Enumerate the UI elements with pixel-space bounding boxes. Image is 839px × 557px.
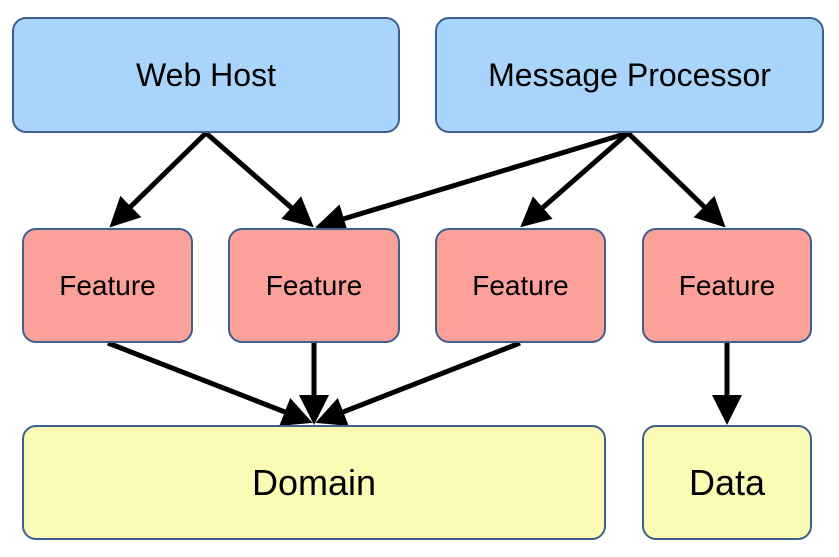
feature-node-3: Feature	[435, 228, 606, 343]
arrow-message-processor-to-feature-3	[520, 131, 630, 228]
domain-node: Domain	[22, 425, 606, 540]
feature-label-4: Feature	[678, 269, 776, 301]
arrow-feature-1-to-domain	[107, 340, 313, 426]
arrow-message-processor-to-feature-2	[315, 130, 629, 234]
web-host-node: Web Host	[12, 17, 400, 133]
feature-label-2: Feature	[265, 269, 363, 301]
arrow-message-processor-to-feature-4	[626, 131, 726, 228]
feature-label-3: Feature	[472, 269, 569, 301]
feature-node-4: Feature	[642, 228, 812, 343]
arrow-web-host-to-feature-1	[109, 131, 208, 228]
data-label: Data	[688, 461, 766, 503]
data-node: Data	[642, 425, 812, 540]
feature-node-1: Feature	[22, 228, 193, 343]
feature-label-1: Feature	[59, 269, 156, 301]
domain-label: Domain	[251, 461, 377, 503]
arrow-feature-3-to-domain	[315, 340, 521, 426]
feature-node-2: Feature	[228, 228, 400, 343]
message-processor-node: Message Processor	[435, 17, 824, 133]
arrow-web-host-to-feature-2	[204, 131, 314, 228]
message-processor-label: Message Processor	[488, 56, 771, 93]
web-host-label: Web Host	[136, 56, 276, 93]
